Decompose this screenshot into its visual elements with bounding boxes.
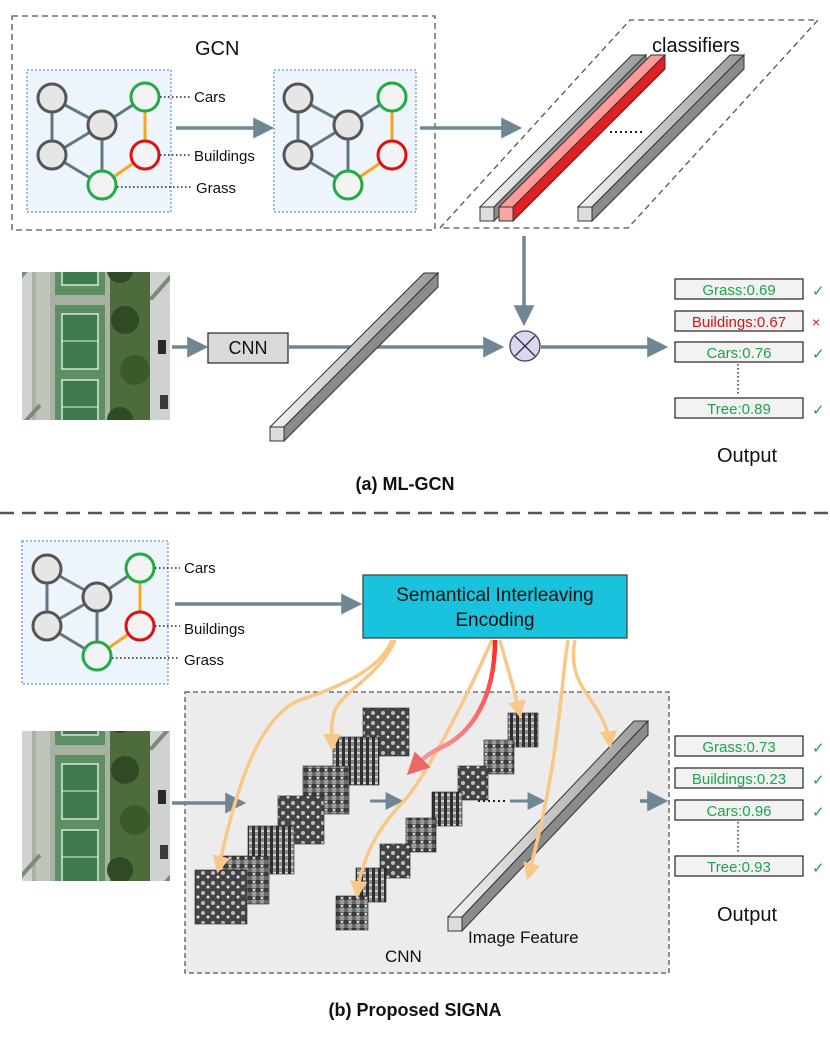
cars-node xyxy=(376,81,408,113)
multiply-operator xyxy=(509,330,541,362)
output-b-cars: Cars:0.96 xyxy=(706,803,771,820)
check-icon: ✓ xyxy=(812,772,825,789)
classifiers-dashed-box xyxy=(438,19,820,229)
part-a: GCN Cars xyxy=(11,15,825,494)
gcn-title: GCN xyxy=(195,38,239,60)
aerial-image xyxy=(22,272,170,420)
cars-node xyxy=(124,552,156,584)
gray-node xyxy=(36,82,68,114)
cnn-box xyxy=(207,332,289,364)
check-icon: ✓ xyxy=(812,804,825,821)
output-b-grass: Grass:0.73 xyxy=(702,739,775,756)
gray-node xyxy=(31,610,63,642)
classifier-bar-n xyxy=(576,53,746,223)
check-icon: ✓ xyxy=(812,283,825,300)
classifier-bar-red xyxy=(497,53,667,223)
check-icon: ✓ xyxy=(812,860,825,877)
sie-injection-arrows xyxy=(212,639,618,899)
buildings-node xyxy=(129,139,161,171)
gcn-dashed-box xyxy=(11,15,436,231)
cross-icon: × xyxy=(812,314,820,330)
cnn-label: CNN xyxy=(229,338,268,358)
check-icon: ✓ xyxy=(812,346,825,363)
classifiers-label: classifiers xyxy=(652,35,740,57)
grass-node xyxy=(332,169,364,201)
output-b-tree: Tree:0.93 xyxy=(707,859,771,876)
caption-a: (a) ML-GCN xyxy=(356,474,455,494)
caption-b: (b) Proposed SIGNA xyxy=(328,1000,501,1020)
aerial-image-b xyxy=(22,731,170,881)
grass-node xyxy=(86,169,118,201)
check-icon: ✓ xyxy=(812,402,825,419)
gray-node xyxy=(81,581,113,613)
buildings-node xyxy=(124,610,156,642)
check-icon: ✓ xyxy=(812,740,825,757)
gray-node xyxy=(36,139,68,171)
gray-node xyxy=(282,139,314,171)
grass-node xyxy=(81,640,113,672)
gray-node xyxy=(31,553,63,585)
image-feature-bar-b xyxy=(446,719,650,933)
semantical-interleaving-encoding-box xyxy=(362,574,628,639)
label-cars-b: Cars xyxy=(184,560,216,577)
gray-node xyxy=(332,109,364,141)
gray-node xyxy=(282,82,314,114)
graph-b xyxy=(21,540,169,685)
output-label-b: Output xyxy=(717,904,777,926)
output-a-cars: Cars:0.76 xyxy=(706,345,771,362)
buildings-node xyxy=(376,139,408,171)
cnn-label-b: CNN xyxy=(385,947,422,966)
feature-maps-stack-1 xyxy=(194,707,410,925)
label-grass: Grass xyxy=(196,180,236,197)
label-cars: Cars xyxy=(194,89,226,106)
output-label-a: Output xyxy=(717,445,777,467)
image-feature-bar-a xyxy=(268,271,440,443)
graph-a2 xyxy=(273,69,417,213)
output-list-a: Grass:0.69 ✓ Buildings:0.67 × Cars:0.76 … xyxy=(674,278,825,419)
output-a-tree: Tree:0.89 xyxy=(707,401,771,418)
cars-node xyxy=(129,81,161,113)
output-list-b: Grass:0.73 ✓ Buildings:0.23 ✓ Cars:0.96 … xyxy=(674,735,825,877)
output-a-buildings: Buildings:0.67 xyxy=(692,314,786,331)
sie-line2: Encoding xyxy=(455,610,534,631)
label-buildings-b: Buildings xyxy=(184,621,245,638)
graph-a1 xyxy=(26,69,172,213)
gray-node xyxy=(86,109,118,141)
label-grass-b: Grass xyxy=(184,652,224,669)
label-buildings: Buildings xyxy=(194,148,255,165)
output-a-grass: Grass:0.69 xyxy=(702,282,775,299)
part-b: Cars Buildings Grass Semantical Interlea… xyxy=(21,540,825,1020)
output-b-buildings: Buildings:0.23 xyxy=(692,771,786,788)
sie-line1: Semantical Interleaving xyxy=(396,585,594,606)
image-feature-label: Image Feature xyxy=(468,928,579,947)
classifier-bar-1 xyxy=(478,53,648,223)
